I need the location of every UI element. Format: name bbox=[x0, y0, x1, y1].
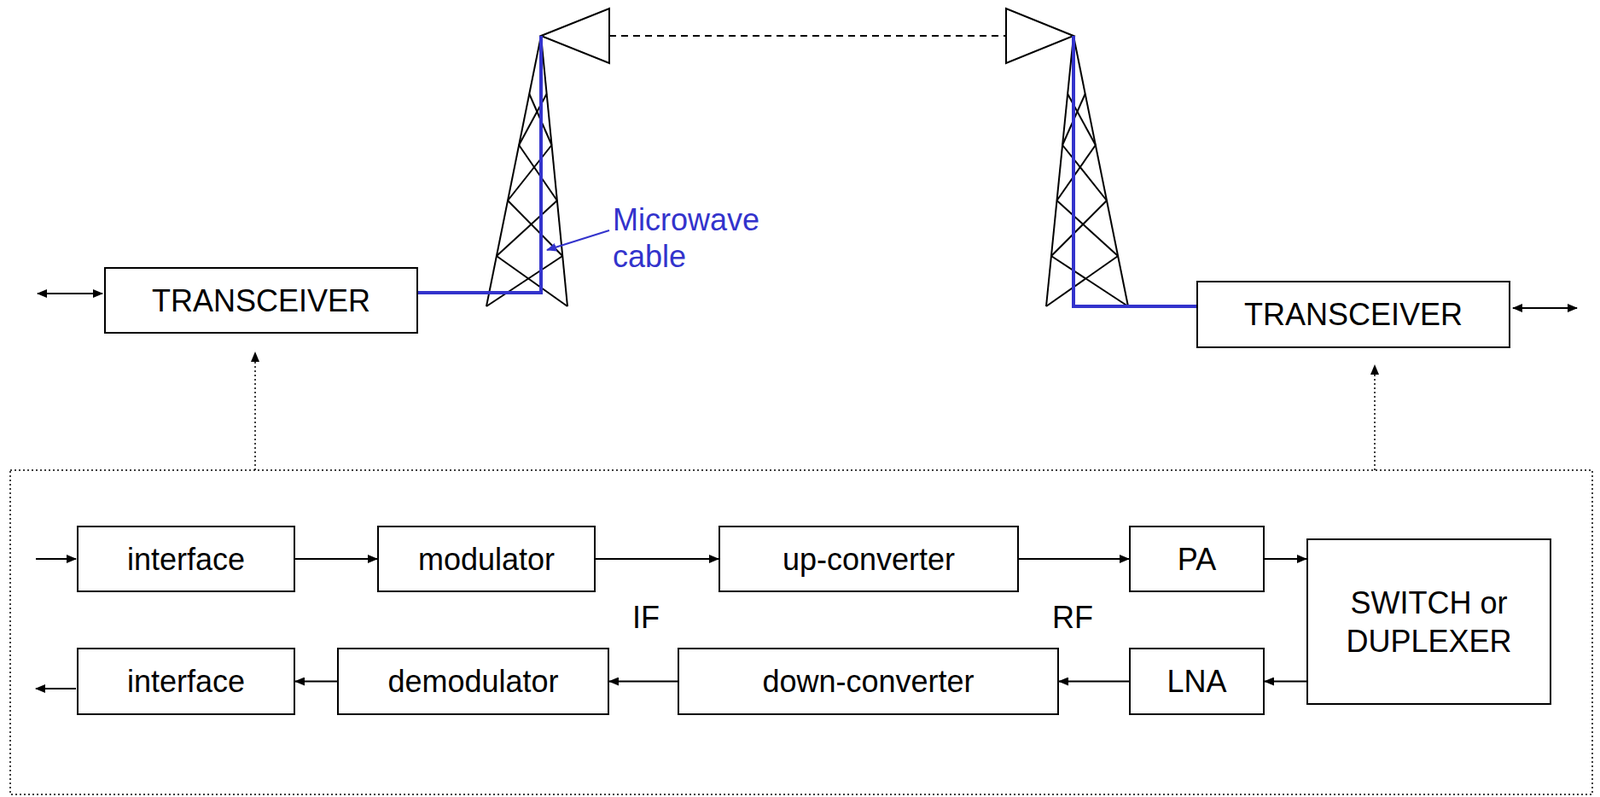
modulator-box: modulator bbox=[377, 525, 596, 593]
box-label: TRANSCEIVER bbox=[1244, 295, 1463, 334]
box-label: up-converter bbox=[782, 540, 955, 579]
leader-line bbox=[546, 230, 610, 251]
downconverter-box: down-converter bbox=[677, 647, 1059, 716]
box-label: modulator bbox=[418, 540, 555, 579]
box-label: down-converter bbox=[762, 662, 974, 701]
pointer-arrow bbox=[1373, 365, 1376, 471]
interface-box: interface bbox=[76, 525, 296, 593]
io-arrow bbox=[1512, 307, 1577, 309]
tower-strut bbox=[486, 35, 542, 307]
signal-arrow bbox=[295, 558, 378, 560]
tower-strut bbox=[1051, 256, 1129, 307]
box-label: SWITCH or DUPLEXER bbox=[1345, 583, 1512, 661]
upconverter-box: up-converter bbox=[718, 525, 1019, 593]
antenna bbox=[1006, 8, 1074, 64]
cable-label: Microwave cable bbox=[612, 201, 784, 275]
amplifier-box: PA bbox=[1128, 525, 1265, 593]
box-label: interface bbox=[127, 540, 245, 579]
box-label: TRANSCEIVER bbox=[151, 281, 371, 320]
tower-strut bbox=[541, 35, 568, 307]
tower-strut bbox=[486, 256, 563, 307]
tower-strut bbox=[1051, 200, 1107, 256]
transceiver-box: TRANSCEIVER bbox=[104, 267, 419, 334]
radio-link bbox=[609, 34, 1007, 37]
signal-label: IF bbox=[632, 599, 660, 636]
transceiver-box: TRANSCEIVER bbox=[1196, 280, 1511, 349]
signal-arrow bbox=[609, 680, 678, 683]
tower-strut bbox=[1057, 145, 1096, 201]
tower-strut bbox=[1046, 35, 1074, 307]
box-label: PA bbox=[1177, 540, 1216, 579]
tower-strut bbox=[1057, 200, 1119, 256]
antenna bbox=[541, 8, 610, 64]
interface-box: interface bbox=[76, 647, 296, 716]
signal-arrow bbox=[1058, 680, 1129, 683]
detail-enclosure bbox=[10, 470, 1593, 795]
tower-strut bbox=[496, 200, 558, 256]
tower-strut bbox=[518, 145, 558, 201]
signal-arrow bbox=[595, 558, 719, 560]
tower-strut bbox=[1046, 256, 1118, 307]
output-arrow bbox=[35, 687, 76, 690]
tower-strut bbox=[507, 145, 552, 201]
tower bbox=[486, 35, 1129, 307]
io-arrow bbox=[37, 292, 103, 295]
tower-strut bbox=[1073, 35, 1129, 307]
amplifier-box: LNA bbox=[1128, 647, 1265, 716]
pointer-arrow bbox=[254, 352, 256, 471]
box-label: interface bbox=[127, 662, 245, 701]
signal-arrow bbox=[1264, 680, 1307, 683]
box-label: demodulator bbox=[387, 662, 559, 701]
input-arrow bbox=[35, 558, 76, 560]
microwave-cable bbox=[418, 35, 542, 293]
tower-strut bbox=[1062, 145, 1107, 201]
box-label: LNA bbox=[1166, 662, 1227, 701]
microwave-cable bbox=[1073, 35, 1197, 307]
signal-arrow bbox=[295, 680, 338, 683]
duplexer-box: SWITCH or DUPLEXER bbox=[1306, 538, 1552, 705]
signal-arrow bbox=[1018, 558, 1129, 560]
tower-strut bbox=[496, 256, 568, 307]
signal-label: RF bbox=[1052, 599, 1094, 636]
signal-arrow bbox=[1264, 558, 1307, 560]
demodulator-box: demodulator bbox=[337, 647, 610, 716]
